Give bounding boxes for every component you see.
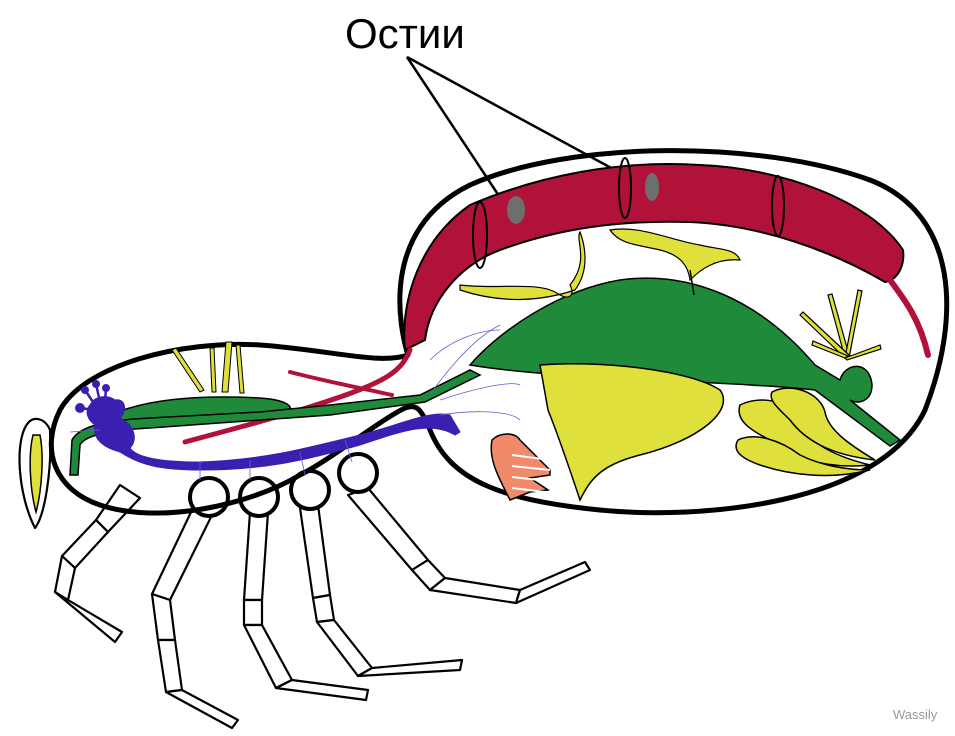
credit-text: Wassily	[893, 707, 938, 722]
ostia-label: Остии	[345, 10, 465, 57]
ostium-2	[645, 173, 659, 201]
ostium-1	[507, 196, 525, 224]
